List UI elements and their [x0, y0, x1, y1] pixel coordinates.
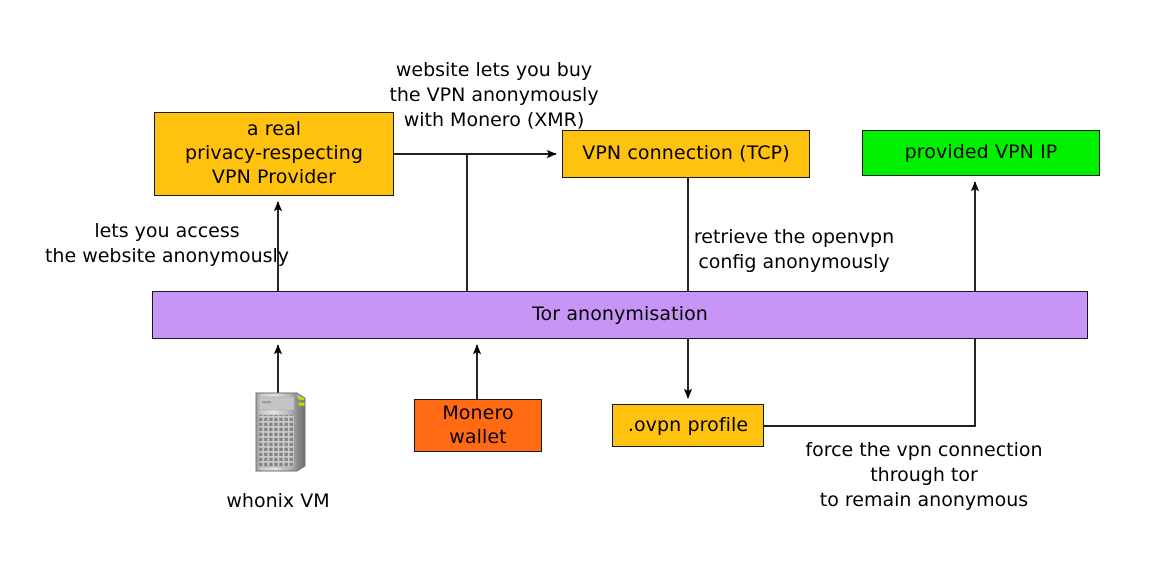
node-vpn-connection[interactable]: VPN connection (TCP) [562, 130, 810, 178]
node-ovpn-profile-label: .ovpn profile [627, 413, 749, 436]
node-provided-vpn-ip-label: provided VPN IP [904, 141, 1058, 164]
server-tower-icon [255, 392, 306, 472]
node-tor-anonymisation-label: Tor anonymisation [532, 303, 708, 326]
node-monero-wallet-label: Monero wallet [442, 401, 514, 448]
caption-lets-you-access: lets you access the website anonymously [44, 220, 290, 268]
node-ovpn-profile[interactable]: .ovpn profile [612, 404, 764, 447]
caption-buy-vpn: website lets you buy the VPN anonymously… [389, 59, 599, 132]
node-vpn-provider[interactable]: a real privacy-respecting VPN Provider [154, 112, 394, 196]
whonix-vm-label: whonix VM [226, 490, 330, 512]
node-monero-wallet[interactable]: Monero wallet [414, 399, 542, 452]
node-tor-anonymisation[interactable]: Tor anonymisation [152, 291, 1088, 339]
node-provided-vpn-ip[interactable]: provided VPN IP [862, 130, 1100, 176]
caption-retrieve-config: retrieve the openvpn config anonymously [693, 226, 895, 274]
node-vpn-connection-label: VPN connection (TCP) [582, 142, 790, 165]
caption-force-through-tor: force the vpn connection through tor to … [805, 439, 1043, 512]
node-vpn-provider-label: a real privacy-respecting VPN Provider [184, 118, 364, 188]
